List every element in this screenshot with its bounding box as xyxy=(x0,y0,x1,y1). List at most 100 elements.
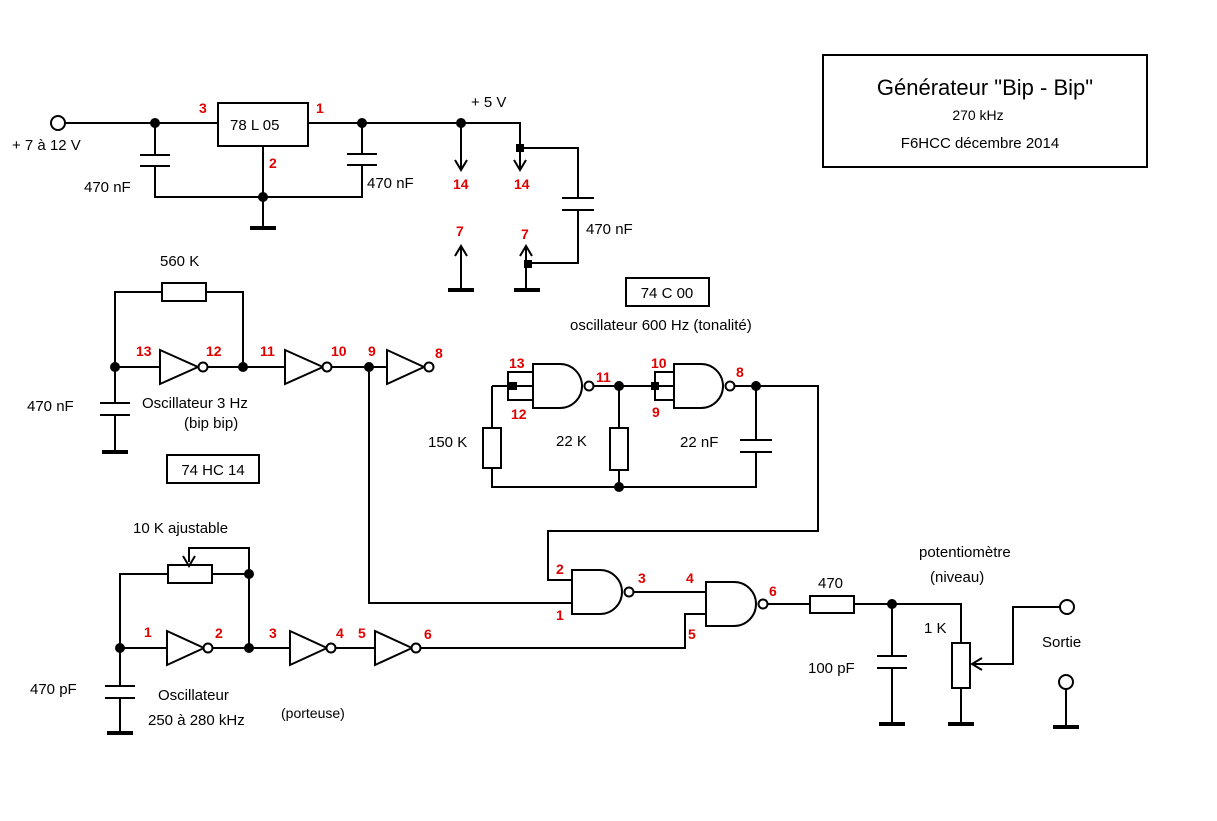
cap-label: 470 pF xyxy=(30,681,77,698)
wire-bip-to-mixer xyxy=(368,367,560,604)
osc-caption: Oscillateur xyxy=(158,687,229,704)
pin-label: 11 xyxy=(260,343,275,359)
output-label: Sortie xyxy=(1042,634,1081,651)
osc-caption: Oscillateur 3 Hz xyxy=(142,395,248,412)
junction xyxy=(509,382,517,390)
pin-label: 1 xyxy=(316,100,324,116)
junction xyxy=(244,569,254,579)
output-ground-terminal xyxy=(1058,674,1074,690)
wire-nand2-inputs xyxy=(594,371,674,401)
tone-caption: oscillateur 600 Hz (tonalité) xyxy=(570,317,752,334)
osc-caption: 250 à 280 kHz xyxy=(148,712,245,729)
pin-label: 6 xyxy=(769,583,777,599)
wire-feedback xyxy=(119,573,250,648)
vcc-arrow-icon xyxy=(454,159,468,172)
carrier-oscillator: 10 K ajustable 470 pF Oscillateur 250 à … xyxy=(30,520,706,735)
pin-label: 4 xyxy=(686,570,694,586)
trimmer-label: 10 K ajustable xyxy=(133,520,228,537)
pin-label: 8 xyxy=(736,364,744,380)
rail-label: + 5 V xyxy=(471,94,506,111)
junction xyxy=(524,260,532,268)
pin-label: 2 xyxy=(215,625,223,641)
inverter-bubble xyxy=(202,642,214,654)
resistor-560k xyxy=(161,282,207,302)
pin-label: 6 xyxy=(424,626,432,642)
cap-470nf xyxy=(100,367,130,452)
regulator-label: 78 L 05 xyxy=(230,117,280,134)
resistor-label: 470 xyxy=(818,575,843,592)
trimmer-wiper xyxy=(188,547,250,574)
pot-caption: (niveau) xyxy=(930,569,984,586)
cap-out xyxy=(347,123,377,166)
resistor-470 xyxy=(809,595,855,614)
gnd-arrow-icon xyxy=(519,244,533,257)
pin-label: 3 xyxy=(638,570,646,586)
wire-5v-rail xyxy=(308,122,521,148)
inverter-bubble xyxy=(325,642,337,654)
inverter-gate xyxy=(374,629,415,667)
resistor-label: 560 K xyxy=(160,253,199,270)
pin-label: 11 xyxy=(596,369,611,385)
mixer: 2 1 3 4 5 6 xyxy=(556,561,777,642)
pin-label: 7 xyxy=(456,223,464,239)
pin-label: 5 xyxy=(688,626,696,642)
pin-label: 10 xyxy=(651,355,667,371)
junction xyxy=(651,382,659,390)
resistor-label: 150 K xyxy=(428,434,467,451)
inverter-ic-label: 74 HC 14 xyxy=(181,462,244,479)
pin-label: 12 xyxy=(511,406,527,422)
osc-caption: (bip bip) xyxy=(184,415,238,432)
pin-label: 1 xyxy=(144,624,152,640)
pin-label: 3 xyxy=(269,625,277,641)
nand-gate xyxy=(705,581,757,627)
junction xyxy=(614,482,624,492)
nand-gate xyxy=(571,569,623,615)
wiper-arrow-icon xyxy=(182,555,196,568)
cap-label: 22 nF xyxy=(680,434,718,451)
title-author: F6HCC décembre 2014 xyxy=(901,135,1059,152)
wire-tone-to-mixer xyxy=(547,385,819,581)
nand-ic-box xyxy=(625,277,710,307)
cap-label: 100 pF xyxy=(808,660,855,677)
pot-caption: potentiomètre xyxy=(919,544,1011,561)
inverter-bubble xyxy=(321,361,333,373)
title-block: Générateur "Bip - Bip" 270 kHz F6HCC déc… xyxy=(822,54,1148,168)
inverter-ic-box xyxy=(166,454,260,484)
title-frame xyxy=(822,54,1148,168)
cap-100pf xyxy=(877,604,907,724)
osc-caption: (porteuse) xyxy=(281,705,345,721)
cap-in-label: 470 nF xyxy=(84,179,131,196)
wire-feedback xyxy=(114,291,244,367)
pin-label: 14 xyxy=(514,176,530,192)
pin-label: 13 xyxy=(136,343,152,359)
nand-gate xyxy=(532,363,583,409)
nand-bubble xyxy=(757,598,769,610)
decoupling-cap-label: 470 nF xyxy=(586,221,633,238)
pin-label: 5 xyxy=(358,625,366,641)
cap-470pf xyxy=(105,648,135,733)
wire-gnd-a xyxy=(448,248,474,291)
output-terminal xyxy=(1059,599,1075,615)
title-frequency: 270 kHz xyxy=(952,107,1003,123)
pin-label: 3 xyxy=(199,100,207,116)
inverter-bubble xyxy=(410,642,422,654)
pin-label: 7 xyxy=(521,226,529,242)
inverter-gate xyxy=(159,348,201,386)
pin-label: 10 xyxy=(331,343,347,359)
pin-label: 9 xyxy=(652,404,660,420)
gnd-arrow-icon xyxy=(454,244,468,257)
pot-label: 1 K xyxy=(924,620,947,637)
inverter-bubble xyxy=(423,361,435,373)
inverter-gate xyxy=(166,629,207,667)
potentiometer-1k xyxy=(951,642,971,689)
bip-oscillator: 560 K 470 nF Oscillateur 3 Hz (bip bip) … xyxy=(27,253,560,604)
regulator-78l05 xyxy=(217,102,309,147)
nand-bubble xyxy=(583,380,595,392)
nand-bubble xyxy=(623,586,635,598)
power-supply: + 7 à 12 V 78 L 05 3 1 2 470 nF 470 nF +… xyxy=(12,94,633,292)
junction xyxy=(238,362,248,372)
inverter-gate xyxy=(284,348,326,386)
pin-label: 8 xyxy=(435,345,443,361)
inverter-gate xyxy=(386,348,427,386)
